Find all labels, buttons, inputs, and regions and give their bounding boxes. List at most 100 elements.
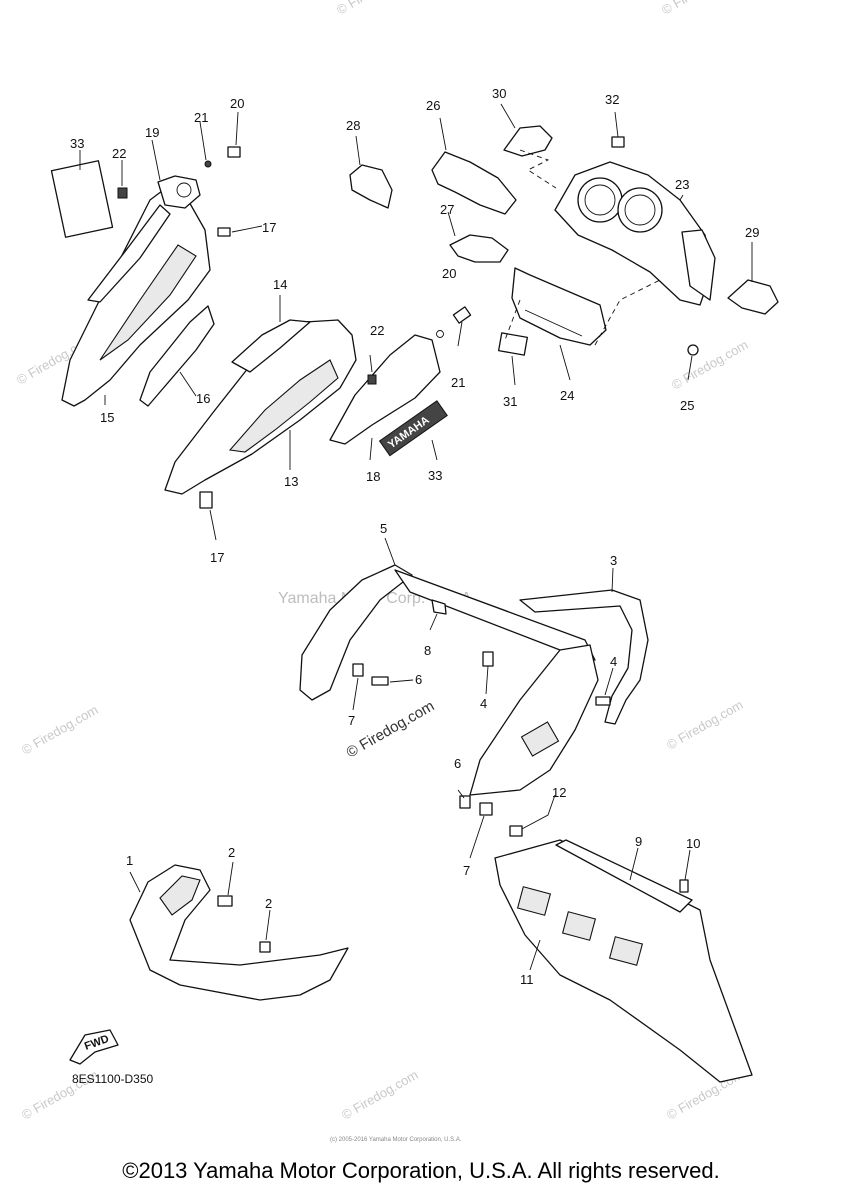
washer-21 [204,160,212,168]
nut-7 [352,663,364,677]
watermark-site: © Firedog.com [19,702,101,758]
watermark-site: © Firedog.com [664,697,746,753]
mirror-mount-19 [157,175,201,209]
meter-housing [497,111,779,386]
callout-25: 25 [680,398,694,413]
guard-slot [516,886,552,916]
bolt-6 [459,795,471,809]
callout-8: 8 [424,643,431,658]
upper-cowl: YAMAHA [164,295,472,541]
bumper-insert [159,875,201,916]
front-bumper: FWD [69,861,349,1065]
small-copyright: (c) 2005-2016 Yamaha Motor Corporation, … [330,1137,462,1143]
bumper-1 [129,864,349,1001]
label-sticker-33 [50,160,114,238]
callout-24: 24 [560,388,574,403]
guard-slot [561,911,597,941]
bracket-30 [503,125,553,157]
lower-guard [494,839,753,1083]
cover-27 [449,234,509,263]
callout-16: 16 [196,391,210,406]
callout-22: 22 [112,146,126,161]
gauge-right-inner [624,194,656,226]
bolt-20 [227,146,241,158]
callout-17: 17 [262,220,276,235]
callout-20: 20 [442,266,456,281]
nut-7 [479,802,493,816]
nut-22 [367,374,377,385]
callout-18: 18 [366,469,380,484]
callout-9: 9 [635,834,642,849]
side-cowl-left [50,111,263,407]
washer-21 [436,330,444,338]
callout-7: 7 [348,713,355,728]
inner-covers [349,103,557,263]
cover-26 [431,151,517,215]
watermark-site-center: © Firedog.com [344,697,438,761]
bolt-4 [482,651,494,667]
top-cowl-13 [164,319,357,495]
callout-17: 17 [210,550,224,565]
side-plate [469,644,599,796]
watermark-site: © Firedog.com [334,0,416,18]
gauge-right [617,187,663,233]
bolt-17 [217,227,231,237]
callout-10: 10 [686,836,700,851]
callout-6: 6 [454,756,461,771]
callout-20: 20 [230,96,244,111]
clip-8 [431,599,447,615]
callout-6: 6 [415,672,422,687]
callout-21: 21 [194,110,208,125]
cover-28 [349,164,393,209]
watermark-site: © Firedog.com [339,1067,421,1123]
callout-12: 12 [552,785,566,800]
cowl-13-vent [228,359,339,453]
callout-13: 13 [284,474,298,489]
callout-31: 31 [503,394,517,409]
watermark-site: © Firedog.com [659,0,741,18]
bolt-32 [611,136,625,148]
cowl-14-panel [231,319,311,373]
callout-14: 14 [273,277,287,292]
bolt-6 [371,676,389,686]
callout-4: 4 [480,696,487,711]
callout-29: 29 [745,225,759,240]
callout-22: 22 [370,323,384,338]
gauge-left-inner [584,184,616,216]
plate-window [520,721,560,757]
pad-31 [497,332,529,356]
callout-33: 33 [70,136,84,151]
bolt-17 [199,491,213,509]
callout-33: 33 [428,468,442,483]
plate-9 [555,839,693,913]
guard-slot [608,936,644,966]
fwd-arrow: FWD [69,1029,119,1065]
handlebar-3 [519,589,649,725]
callout-1: 1 [126,853,133,868]
bolt-2 [259,941,271,953]
callout-2: 2 [265,896,272,911]
callout-7: 7 [463,863,470,878]
bolt-2 [217,895,233,907]
duct-16 [139,305,215,407]
callout-3: 3 [610,553,617,568]
callout-15: 15 [100,410,114,425]
callout-27: 27 [440,202,454,217]
frame-assembly [299,537,649,859]
callout-26: 26 [426,98,440,113]
bracket-29 [727,279,779,315]
callout-11: 11 [520,972,534,987]
bolt-4 [595,696,611,706]
callout-2: 2 [228,845,235,860]
cowl-vent [99,244,197,361]
copyright-footer: ©2013 Yamaha Motor Corporation, U.S.A. A… [122,1158,720,1183]
callout-32: 32 [605,92,619,107]
diagram-code: 8ES1100-D350 [72,1072,154,1086]
callout-19: 19 [145,125,159,140]
bracket-24 [511,267,607,346]
watermark-site: © Firedog.com [669,337,751,393]
callout-30: 30 [492,86,506,101]
fastener-25 [687,344,699,356]
